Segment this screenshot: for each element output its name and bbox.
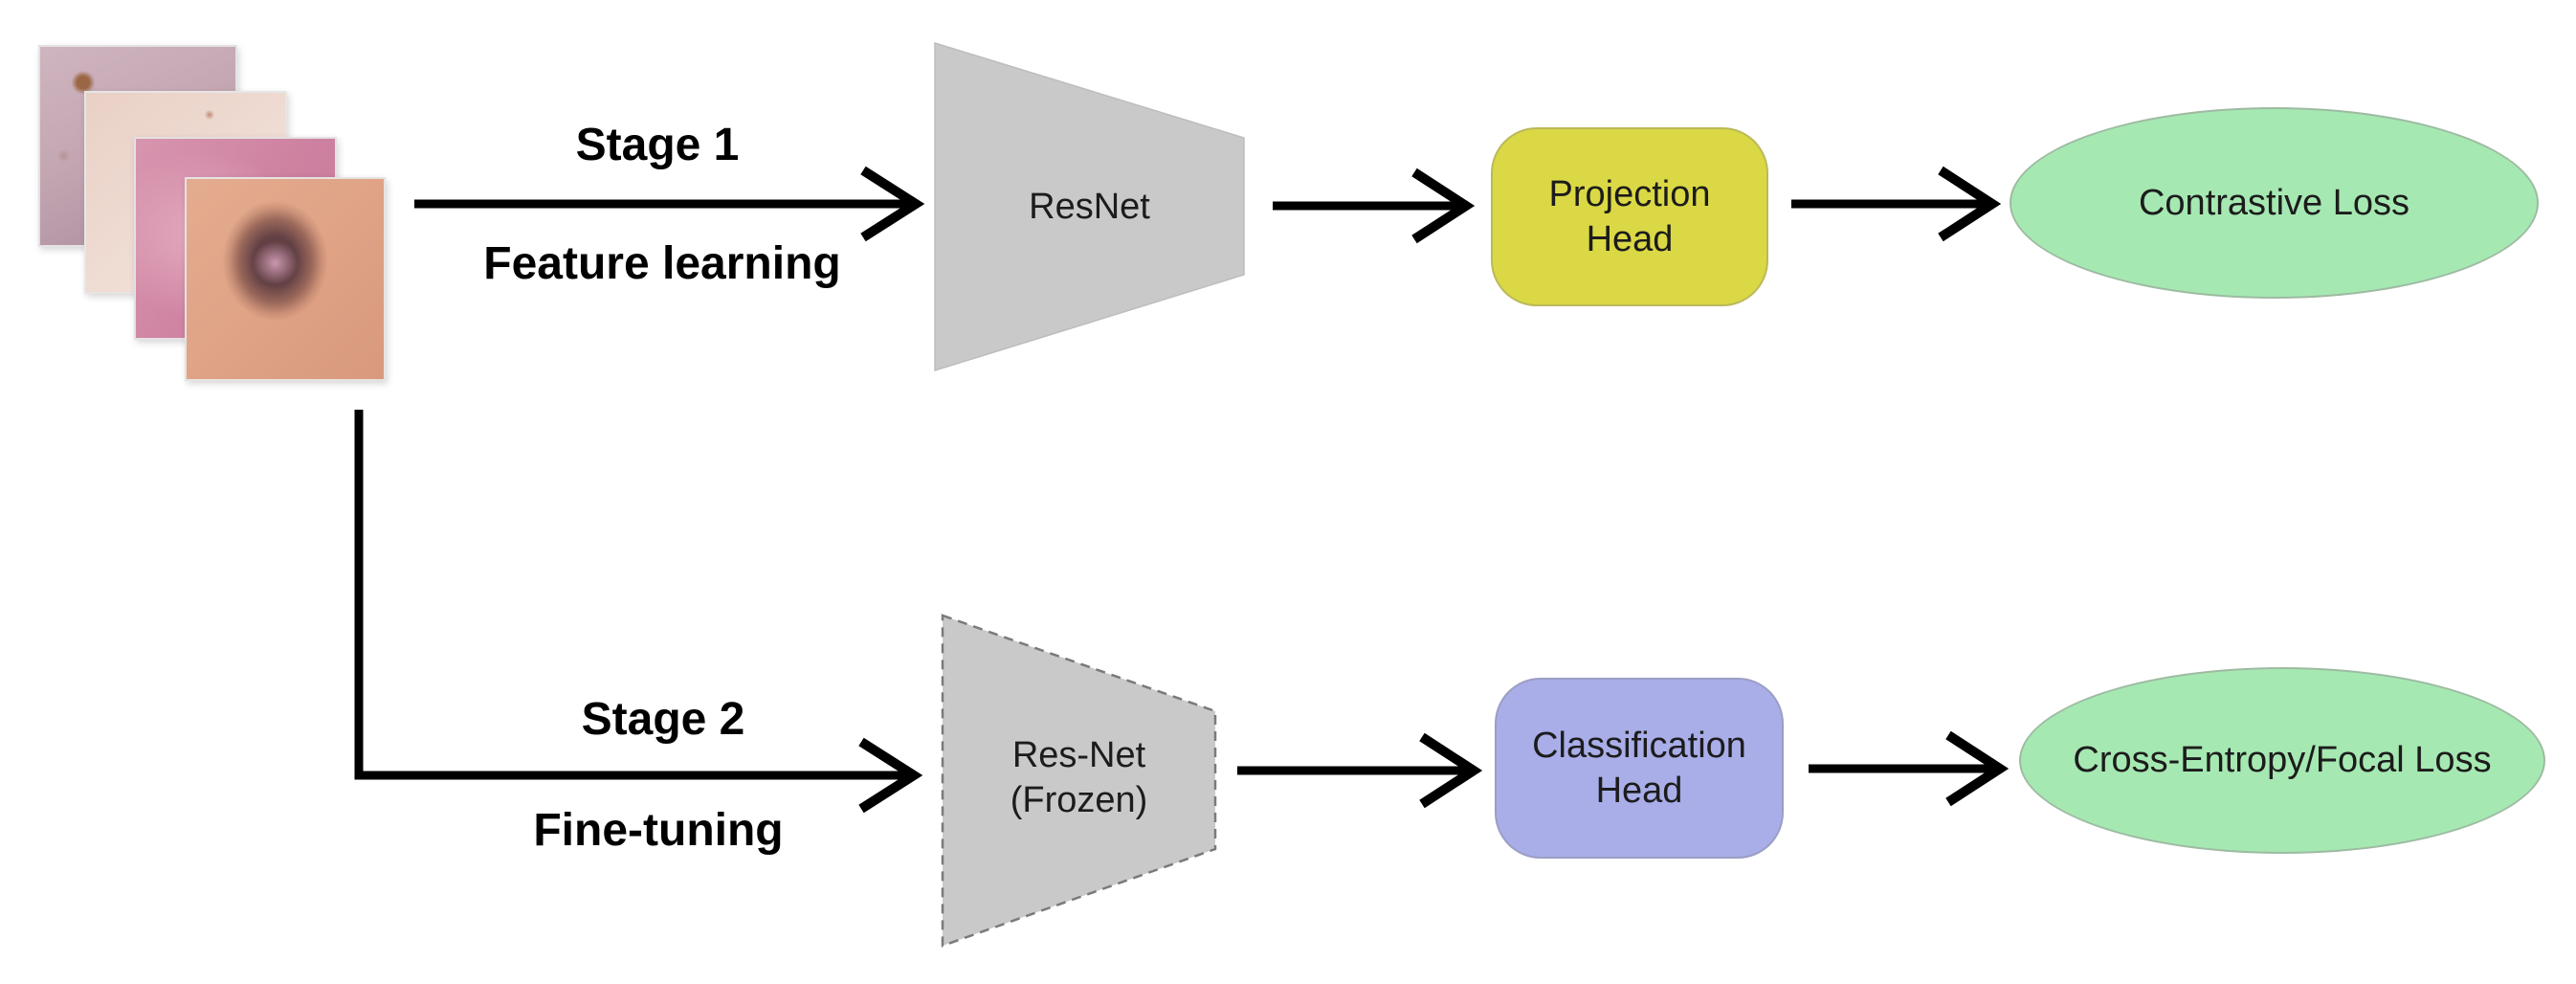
stage1-head-to-loss-arrow-icon (1791, 166, 2002, 242)
stage2-subtitle: Fine-tuning (533, 805, 784, 856)
projection-head-label-line2: Head (1586, 218, 1674, 259)
stage2-head-to-loss-arrow-icon (1809, 730, 2010, 807)
stage1-input-arrow-icon (414, 166, 925, 242)
classification-head-label-line2: Head (1595, 770, 1683, 811)
classification-head-label-line1: Classification (1532, 725, 1746, 766)
cross-entropy-focal-loss-label: Cross-Entropy/Focal Loss (2073, 740, 2492, 780)
resnet-encoder-label: ResNet (1029, 187, 1150, 227)
cross-entropy-focal-loss-ellipse: Cross-Entropy/Focal Loss (2019, 667, 2545, 854)
stage1-subtitle: Feature learning (483, 238, 841, 289)
stage2-title: Stage 2 (581, 694, 745, 745)
resnet-frozen-label-line1: Res-Net (1011, 735, 1146, 775)
resnet-encoder-trapezoid (934, 41, 1245, 372)
resnet-frozen-label-line2: (Frozen) (1010, 780, 1148, 820)
stage1-title: Stage 1 (575, 120, 740, 170)
skin-lesion-image-4 (185, 177, 386, 381)
projection-head-box: Projection Head (1491, 127, 1768, 306)
stage2-encoder-to-head-arrow-icon (1237, 732, 1483, 809)
stage1-encoder-to-head-arrow-icon (1273, 168, 1476, 244)
resnet-frozen-encoder-trapezoid (941, 614, 1217, 948)
elbow-down-right-arrow-icon (354, 410, 923, 814)
resnet-frozen-encoder-label: Res-Net (Frozen) (943, 733, 1215, 823)
contrastive-loss-ellipse: Contrastive Loss (2010, 107, 2539, 299)
contrastive-loss-label: Contrastive Loss (2138, 182, 2409, 223)
classification-head-box: Classification Head (1495, 678, 1784, 859)
projection-head-label-line1: Projection (1548, 173, 1711, 214)
